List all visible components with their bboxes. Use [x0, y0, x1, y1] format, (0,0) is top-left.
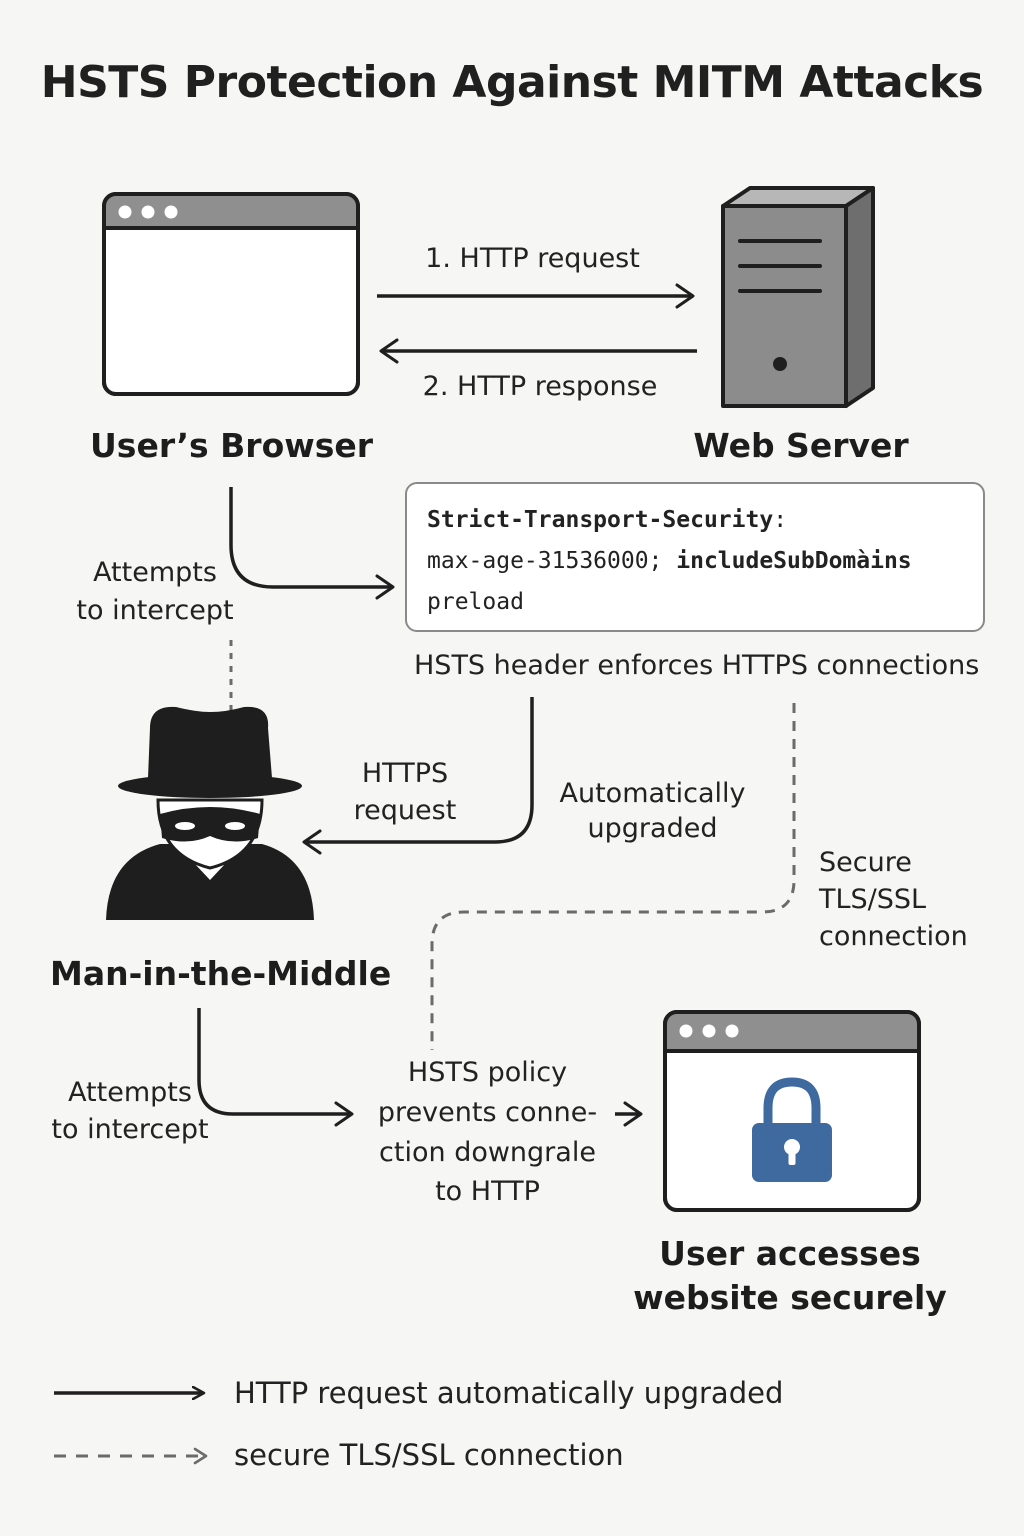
http-request-label: 1. HTTP request: [425, 243, 640, 274]
mitm-to-policy-arrow: [197, 1008, 354, 1127]
secure-conn-line1: Secure: [819, 847, 912, 878]
policy-line3: ction downgrale: [379, 1137, 596, 1168]
header-name: Strict-Transport-Security: [427, 507, 774, 533]
attempts-bottom-line2: to intercept: [51, 1114, 209, 1145]
header-line-3: preload: [427, 589, 524, 615]
header-colon: :: [773, 507, 788, 533]
legend-solid-label: HTTP request automatically upgraded: [234, 1376, 784, 1410]
policy-line4: to HTTP: [435, 1176, 540, 1207]
header-include-subdomains: includeSubDomàins: [676, 548, 912, 574]
browser-label: User’s Browser: [90, 426, 374, 465]
browser-to-header-arrow: [229, 487, 395, 600]
hsts-header-box: Strict-Transport-Security: max-age-31536…: [405, 482, 985, 632]
server-icon: [721, 186, 875, 408]
lock-icon: [752, 1077, 832, 1182]
legend-dashed-label: secure TLS/SSL connection: [234, 1438, 624, 1472]
policy-line2: prevents conne-: [377, 1097, 598, 1128]
man-in-the-middle-icon: [106, 706, 314, 920]
attempts-top-line1: Attempts: [93, 557, 217, 588]
attempts-bottom-line1: Attempts: [68, 1077, 192, 1108]
diagram-title: HSTS Protection Against MITM Attacks: [40, 57, 984, 108]
secure-conn-line3: connection: [819, 921, 968, 952]
secure-website-window-icon: [663, 1010, 921, 1212]
http-response-label: 2. HTTP response: [422, 371, 658, 402]
attempts-top-line2: to intercept: [76, 595, 234, 626]
secure-site-label-line2: website securely: [633, 1278, 947, 1317]
https-request-arrow: [302, 697, 534, 855]
header-line-1: Strict-Transport-Security:: [427, 500, 983, 541]
header-caption: HSTS header enforces HTTPS connections: [414, 650, 980, 681]
header-line-2: max-age-31536000; includeSubDomàins: [427, 541, 983, 582]
policy-line1: HSTS policy: [407, 1057, 568, 1088]
mitm-label: Man-in-the-Middle: [50, 954, 392, 993]
secure-conn-line2: TLS/SSL: [819, 884, 927, 915]
auto-upgraded-line2: upgraded: [587, 813, 718, 844]
header-max-age: max-age-31536000;: [427, 548, 677, 574]
https-request-line1: HTTPS: [361, 758, 449, 789]
server-label: Web Server: [693, 426, 909, 465]
auto-upgraded-line1: Automatically: [559, 778, 746, 809]
secure-site-label-line1: User accesses: [659, 1234, 921, 1273]
secure-tls-dashed-line: [430, 703, 796, 1050]
https-request-line2: request: [353, 795, 457, 826]
browser-window-icon: [102, 192, 360, 396]
